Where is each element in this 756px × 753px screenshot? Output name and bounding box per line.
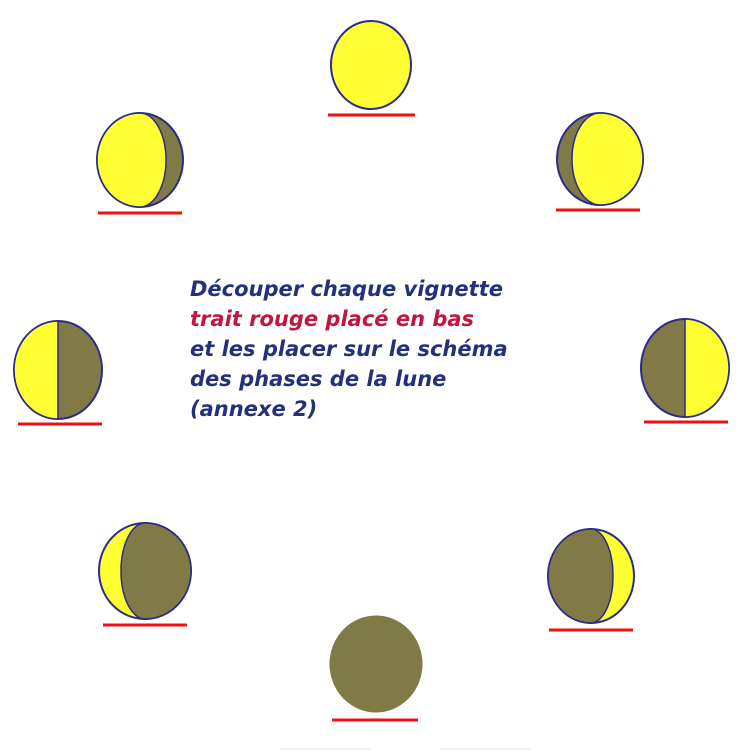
instruction-line: Découper chaque vignette [190,274,610,304]
moon-vignette-upper-left [92,112,192,242]
moon-vignette-middle-left [12,320,112,450]
instruction-line: des phases de la lune [190,364,610,394]
instructions-text: Découper chaque vignette trait rouge pla… [190,274,610,424]
crescent-moon-icon [545,527,645,657]
instruction-line: (annexe 2) [190,394,610,424]
gibbous-moon-icon [552,112,652,242]
crescent-moon-icon [97,521,197,651]
gibbous-moon-icon [92,112,192,242]
quarter-moon-icon [638,318,738,448]
moon-vignette-middle-right [638,318,738,448]
moon-vignette-lower-left [97,521,197,651]
moon-vignette-full [323,12,423,142]
moon-vignette-lower-right [545,527,645,657]
quarter-moon-icon [12,320,112,450]
divider [280,748,370,750]
moon-vignette-new [328,615,428,745]
instruction-line: et les placer sur le schéma [190,334,610,364]
instruction-line-highlight: trait rouge placé en bas [190,304,610,334]
divider [440,748,530,750]
new-moon-icon [328,615,428,745]
full-moon-icon [323,12,423,142]
moon-vignette-upper-right [552,112,652,242]
